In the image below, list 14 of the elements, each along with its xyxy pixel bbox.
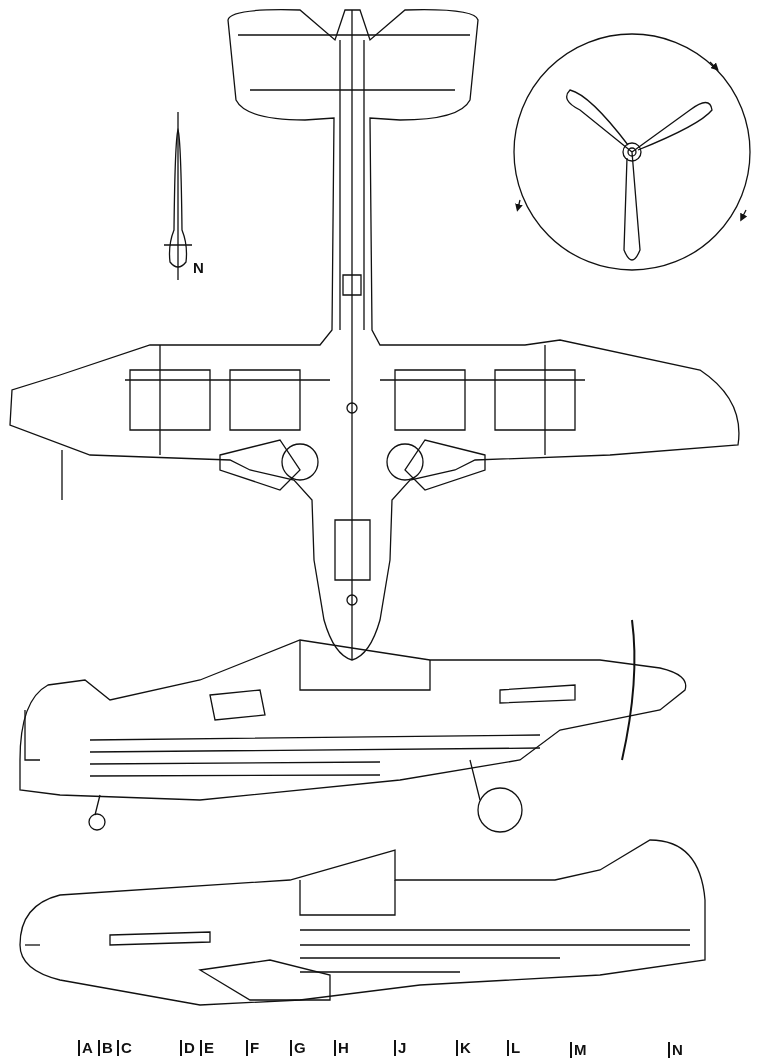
station-letter: L	[507, 1040, 521, 1056]
station-letter: E	[200, 1040, 214, 1056]
station-letter: J	[394, 1040, 407, 1056]
station-letter: G	[290, 1040, 306, 1056]
station-letter: M	[570, 1042, 587, 1058]
station-letter: A	[78, 1040, 93, 1056]
station-letter: B	[98, 1040, 113, 1056]
station-letter: K	[456, 1040, 471, 1056]
station-letter: C	[117, 1040, 132, 1056]
station-letter: N	[668, 1042, 683, 1058]
station-letter: F	[246, 1040, 260, 1056]
view-letter: N	[193, 260, 204, 276]
station-letter: H	[334, 1040, 349, 1056]
station-letter: D	[180, 1040, 195, 1056]
